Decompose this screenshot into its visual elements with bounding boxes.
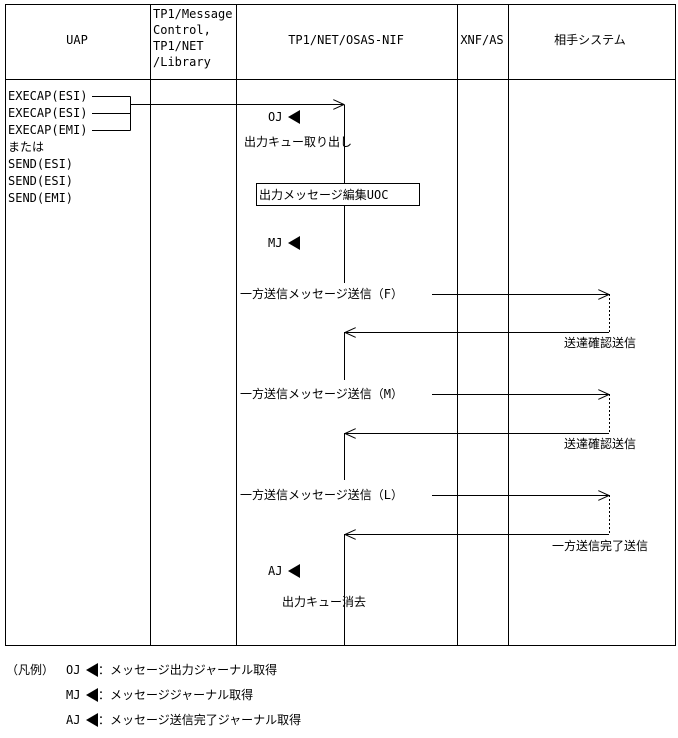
legend-aj-triangle-icon	[86, 713, 98, 727]
aj-marker-triangle-icon	[288, 564, 300, 578]
legend-oj-key: OJ	[66, 663, 80, 677]
uap-call: SEND(EMI)	[8, 191, 73, 205]
dequeue-label: 出力キュー取り出し	[244, 135, 352, 149]
legend-title: （凡例）	[6, 663, 54, 677]
legend-mj-desc: ：メッセージジャーナル取得	[98, 687, 253, 702]
header-message-control-line1: TP1/Message	[153, 7, 232, 21]
header-xnf: XNF/AS	[460, 33, 503, 47]
diagram-frame	[5, 4, 676, 646]
legend-mj-key: MJ	[66, 688, 80, 702]
uap-call: SEND(ESI)	[8, 174, 73, 188]
header-message-control-line3: TP1/NET	[153, 39, 204, 53]
send-m-label: 一方送信メッセージ送信（M）	[240, 386, 403, 401]
aj-marker-label: AJ	[268, 564, 282, 578]
uap-call-list: EXECAP(ESI) EXECAP(ESI) EXECAP(EMI) または …	[8, 89, 87, 205]
column-headers: UAP TP1/Message Control, TP1/NET /Librar…	[66, 7, 626, 69]
uoc-label: 出力メッセージ編集UOC	[259, 187, 388, 202]
oj-marker-label: OJ	[268, 110, 282, 124]
header-nif: TP1/NET/OSAS-NIF	[288, 33, 404, 47]
header-uap: UAP	[66, 33, 88, 47]
oj-marker-triangle-icon	[288, 110, 300, 124]
legend-oj-triangle-icon	[86, 663, 98, 677]
send-l-label: 一方送信メッセージ送信（L）	[240, 487, 403, 502]
legend-oj-desc: ：メッセージ出力ジャーナル取得	[98, 662, 277, 677]
header-message-control-line2: Control,	[153, 23, 211, 37]
confirm-1-label: 送達確認送信	[564, 335, 636, 350]
legend: （凡例） OJ ：メッセージ出力ジャーナル取得 MJ ：メッセージジャーナル取得…	[6, 662, 301, 727]
uap-call-bracket	[92, 96, 344, 131]
header-message-control-line4: /Library	[153, 55, 211, 69]
uap-call: または	[8, 140, 44, 154]
header-partner-system: 相手システム	[554, 33, 626, 47]
uoc-box	[256, 183, 420, 206]
send-f-label: 一方送信メッセージ送信（F）	[240, 286, 403, 301]
uap-call: EXECAP(ESI)	[8, 106, 87, 120]
uap-call: EXECAP(ESI)	[8, 89, 87, 103]
legend-aj-desc: ：メッセージ送信完了ジャーナル取得	[98, 712, 301, 727]
mj-marker-triangle-icon	[288, 236, 300, 250]
complete-label: 一方送信完了送信	[552, 538, 648, 553]
queue-delete-label: 出力キュー消去	[282, 595, 366, 609]
uap-call: SEND(ESI)	[8, 157, 73, 171]
legend-aj-key: AJ	[66, 713, 80, 727]
mj-marker-label: MJ	[268, 236, 282, 250]
confirm-2-label: 送達確認送信	[564, 436, 636, 451]
legend-mj-triangle-icon	[86, 688, 98, 702]
uap-call: EXECAP(EMI)	[8, 123, 87, 137]
